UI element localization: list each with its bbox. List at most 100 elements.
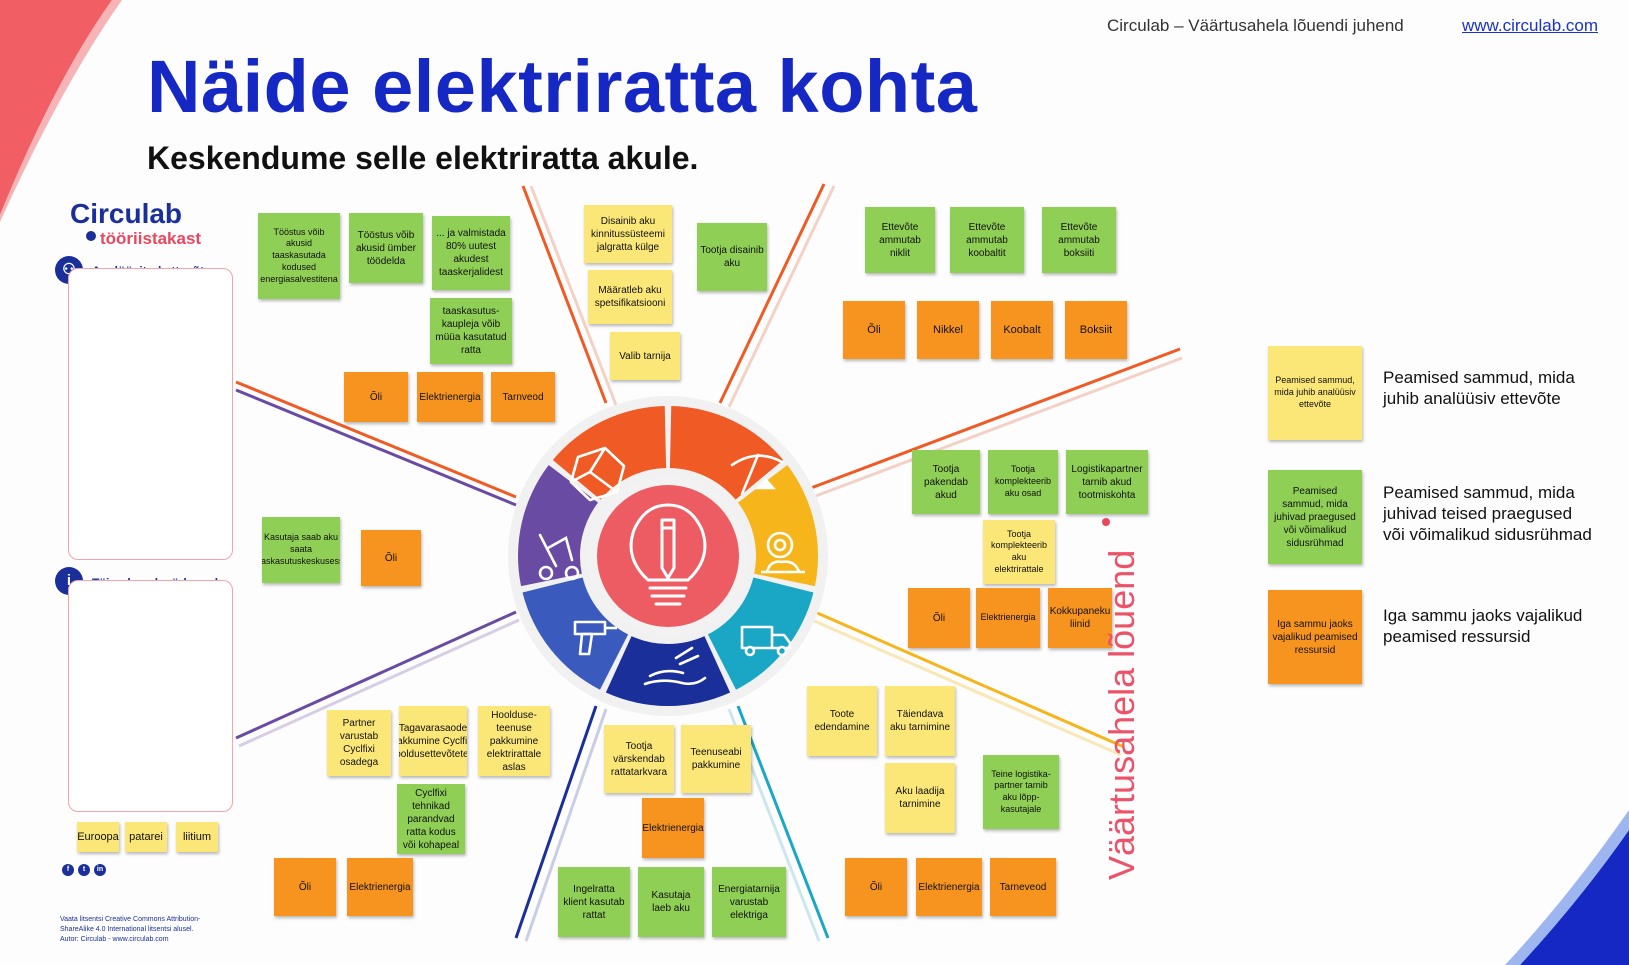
recycle-icon [538, 533, 580, 581]
spoke-line [736, 705, 830, 939]
wheel-segment-tootmine[interactable] [737, 465, 818, 587]
spoke-line [727, 185, 836, 408]
spoke-line [235, 610, 517, 740]
sticky-note[interactable]: Tootja disainib aku [697, 223, 767, 291]
spoke-line [524, 708, 608, 942]
spoke-line [812, 356, 1183, 499]
sticky-note[interactable]: Tootja pakendab akud [912, 450, 980, 514]
hand-icon [643, 646, 707, 686]
sticky-note[interactable]: Teenuseabi pakkumine [681, 725, 751, 793]
sticky-note[interactable]: Kokkupaneku liinid [1048, 588, 1112, 648]
spoke-line [814, 610, 1125, 749]
page-title: Näide elektriratta kohta [147, 45, 978, 128]
sticky-note[interactable]: Partner varustab Cyclfixi osadega [327, 710, 391, 776]
sticky-note[interactable]: Koobalt [991, 301, 1053, 359]
sticky-note[interactable]: Määratleb aku spetsifikatsiooni [588, 270, 672, 324]
sticky-note[interactable]: Tööstus võib akusid ümber töödelda [349, 213, 423, 283]
wheel-center [597, 485, 739, 627]
sticky-note[interactable]: Tarneveod [990, 858, 1056, 916]
spoke-lines [235, 183, 1183, 942]
document-title: Circulab – Väärtusahela lõuendi juhend [1107, 16, 1404, 35]
sticky-note[interactable]: Tootja komplekteerib aku elektrirattale [983, 520, 1055, 584]
sticky-note[interactable]: Tootja komplekteerib aku osad [988, 450, 1058, 514]
notes-panel[interactable] [68, 580, 233, 812]
sidebar-note[interactable]: Euroopa [77, 822, 119, 852]
sticky-note[interactable]: Kasutaja saab aku saata taaskasutuskesku… [262, 517, 340, 583]
page-subtitle: Keskendume selle elektriratta akule. [147, 140, 699, 176]
sticky-note[interactable]: Aku laadija tarnimine [885, 763, 955, 833]
legend-note-orange: Iga sammu jaoks vajalikud peamised ressu… [1268, 590, 1362, 684]
spoke-line [810, 347, 1181, 490]
lightbulb-pencil-icon [629, 503, 707, 606]
sticky-note[interactable]: Logistikapartner tarnib akud tootmiskoht… [1066, 450, 1148, 514]
box-icon [569, 446, 626, 502]
sticky-note[interactable]: taaskasutus-kaupleja võib müüa kasutatud… [430, 298, 512, 364]
company-panel[interactable] [68, 268, 233, 560]
spoke-line [514, 705, 598, 939]
sticky-note[interactable]: Boksiit [1065, 301, 1127, 359]
gear-icon [761, 531, 805, 574]
sticky-note[interactable]: Elektrienergia [642, 798, 704, 858]
sticky-note[interactable]: Nikkel [917, 301, 979, 359]
sticky-note[interactable]: ... ja valmistada 80% uutest akudest taa… [432, 216, 510, 290]
sticky-note[interactable]: Elektrienergia [417, 372, 483, 422]
sticky-note[interactable]: Õli [843, 301, 905, 359]
sticky-note[interactable]: Õli [344, 372, 408, 422]
sticky-note[interactable]: Tootja värskendab rattatarkvara [604, 725, 674, 793]
spoke-line [521, 185, 608, 404]
legend-text-orange: Iga sammu jaoks vajalikud peamised ressu… [1383, 606, 1583, 647]
sticky-note[interactable]: Cyclfixi tehnikad parandvad ratta kodus … [397, 784, 465, 854]
spoke-line [235, 380, 517, 499]
website-link[interactable]: www.circulab.com [1462, 16, 1599, 35]
spoke-line [235, 388, 517, 507]
sticky-note[interactable]: Õli [361, 530, 421, 586]
sticky-note[interactable]: Disainib aku kinnitussüsteemi jalgratta … [584, 205, 672, 263]
spoke-line [529, 185, 618, 406]
wheel-segment-taaskasutus[interactable] [517, 465, 599, 587]
linkedin-icon[interactable]: in [94, 864, 106, 876]
wheel-segment-logistika[interactable] [707, 577, 814, 690]
corner-shape-top-left [0, 0, 112, 215]
sticky-note[interactable]: Kasutaja laeb aku [638, 867, 704, 937]
sticky-note[interactable]: Teine logistika-partner tarnib aku lõpp-… [983, 755, 1059, 829]
sticky-note[interactable]: Õli [908, 588, 970, 648]
sticky-note[interactable]: Elektrienergia [916, 858, 982, 916]
spoke-line [811, 618, 1122, 757]
sidebar-note[interactable]: liitium [176, 822, 218, 852]
sticky-note[interactable]: Elektrienergia [347, 858, 413, 916]
sticky-note[interactable]: Täiendava aku tarnimine [885, 686, 955, 756]
sticky-note[interactable]: Tarnveod [491, 372, 555, 422]
sticky-note[interactable]: Ettevõte ammutab niklit [865, 207, 935, 273]
canvas-name: Väärtusahela lõuend [1101, 549, 1142, 880]
canvas-name-dot [1102, 518, 1110, 526]
sticky-note[interactable]: Ettevõte ammutab koobaltit [950, 207, 1024, 273]
license-text: ShareAlike 4.0 International litsentsi a… [60, 926, 194, 933]
sticky-note[interactable]: Toote edendamine [807, 686, 877, 756]
sticky-note[interactable]: Õli [274, 858, 336, 916]
sticky-note[interactable]: Tööstus võib akusid taaskasutada kodused… [258, 213, 340, 299]
legend-note-green: Peamised sammud, mida juhivad praegused … [1268, 470, 1362, 564]
legend-note-yellow: Peamised sammud, mida juhib analüüsiv et… [1268, 346, 1362, 440]
facebook-icon[interactable]: f [62, 864, 74, 876]
sidebar-note[interactable]: patarei [125, 822, 167, 852]
sticky-note[interactable]: Tagavarasaode pakkumine Cyclfixi hooldus… [399, 706, 467, 776]
pickaxe-icon [730, 453, 784, 496]
sticky-note[interactable]: Valib tarnija [610, 332, 680, 380]
sticky-note[interactable]: Ettevõte ammutab boksiiti [1042, 207, 1116, 273]
brand-flower-icon [86, 231, 96, 241]
sticky-note[interactable]: Hoolduse-teenuse pakkumine elektrirattal… [478, 706, 550, 776]
drill-icon [573, 620, 617, 656]
sticky-note[interactable]: Elektrienergia [976, 588, 1040, 648]
sticky-note[interactable]: Ingelratta klient kasutab rattat [558, 867, 630, 937]
legend-text-green: Peamised sammud, mida juhivad teised pra… [1383, 483, 1592, 545]
corner-shape-bottom-right [1520, 830, 1629, 965]
spoke-line [238, 618, 520, 748]
sticky-note[interactable]: Energiatarnija varustab elektriga [712, 867, 786, 937]
legend-text-yellow: Peamised sammud, mida juhib analüüsiv et… [1383, 368, 1575, 409]
twitter-icon[interactable]: t [78, 864, 90, 876]
wheel-segment-toorained[interactable] [669, 406, 784, 500]
license-text: Vaata litsentsi Creative Commons Attribu… [60, 916, 201, 923]
sticky-note[interactable]: Õli [845, 858, 907, 916]
